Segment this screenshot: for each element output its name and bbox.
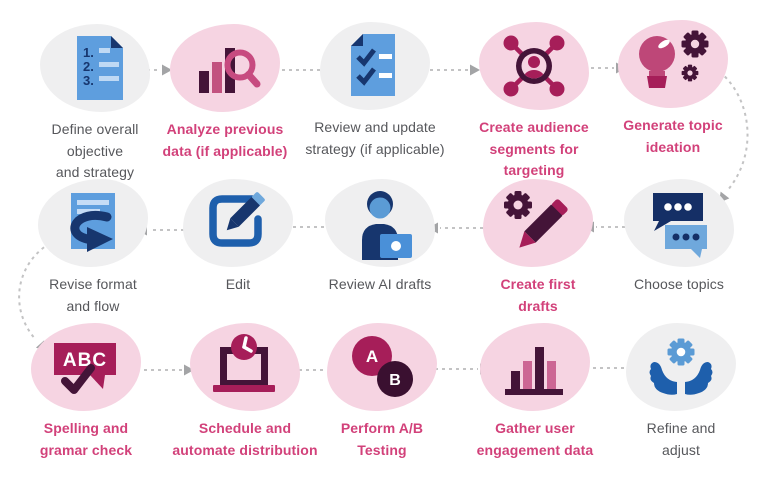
svg-text:3.: 3. — [83, 73, 94, 88]
person-laptop-icon — [362, 191, 412, 260]
step-refine-adjust: Refine and adjust — [579, 320, 768, 461]
step-topic-ideation: Generate topic ideation — [571, 17, 768, 158]
step-figure — [143, 320, 347, 414]
step-review-strategy: Review and update strategy (if applicabl… — [273, 19, 477, 160]
step-define-objective: 1. 2. 3. Define overall objective and st… — [0, 21, 197, 184]
step-choose-topics: Choose topics — [577, 176, 768, 296]
step-figure — [579, 320, 768, 414]
step-figure — [273, 19, 477, 113]
edit-pencil-icon — [209, 192, 265, 247]
step-review-ai-drafts: Review AI drafts — [278, 176, 482, 296]
step-figure — [432, 19, 636, 113]
step-label: Analyze previous data (if applicable) — [162, 121, 288, 159]
step-schedule-distribution: Schedule and automate distribution — [143, 320, 347, 461]
step-figure — [433, 320, 637, 414]
hands-gear-icon — [649, 338, 713, 395]
laptop-clock-icon — [213, 334, 275, 392]
step-label: Refine and adjust — [646, 420, 716, 458]
step-label: Review AI drafts — [328, 276, 432, 292]
ab-test-circles-icon: A B — [352, 336, 413, 397]
svg-text:2.: 2. — [83, 59, 94, 74]
step-figure — [0, 176, 195, 270]
step-label: Edit — [225, 276, 251, 292]
checklist-icon — [351, 34, 395, 96]
svg-text:ABC: ABC — [63, 350, 107, 371]
step-figure — [436, 176, 640, 270]
bar-chart-icon — [505, 347, 563, 395]
step-figure: ABC — [0, 320, 188, 414]
svg-text:B: B — [389, 372, 401, 389]
step-label: Define overall objective and strategy — [51, 121, 139, 180]
step-figure — [571, 17, 768, 111]
step-label: Revise format and flow — [49, 276, 137, 314]
blob-background — [618, 20, 728, 108]
step-figure — [278, 176, 482, 270]
svg-text:1.: 1. — [83, 45, 94, 60]
revise-arrow-document-icon — [70, 193, 115, 252]
step-figure: A B — [280, 320, 484, 414]
step-figure — [577, 176, 768, 270]
step-figure — [123, 21, 327, 115]
step-audience-segments: Create audience segments for targeting — [432, 19, 636, 182]
bar-chart-magnifier-icon — [199, 48, 261, 93]
numbered-list-icon: 1. 2. 3. — [77, 36, 123, 100]
step-first-drafts: Create first drafts — [436, 176, 640, 317]
step-engagement-data: Gather user engagement data — [433, 320, 637, 461]
step-label: Perform A/B Testing — [340, 420, 424, 458]
step-label: Create first drafts — [500, 276, 576, 314]
abc-grammar-icon: ABC — [54, 343, 116, 394]
lightbulb-gears-icon — [639, 30, 709, 88]
step-edit: Edit — [136, 176, 340, 296]
step-revise-format: Revise format and flow — [0, 176, 195, 317]
step-label: Spelling and gramar check — [39, 420, 133, 458]
gear-pencil-icon — [504, 191, 568, 248]
step-figure — [136, 176, 340, 270]
step-label: Generate topic ideation — [623, 117, 723, 155]
step-label: Gather user engagement data — [476, 420, 594, 458]
step-label: Create audience segments for targeting — [479, 119, 589, 178]
svg-text:A: A — [366, 347, 378, 366]
blob-background — [626, 323, 736, 411]
step-analyze-data: Analyze previous data (if applicable) — [123, 21, 327, 162]
step-label: Schedule and automate distribution — [172, 420, 318, 458]
step-figure: 1. 2. 3. — [0, 21, 197, 115]
step-label: Choose topics — [633, 276, 725, 292]
step-label: Review and update strategy (if applicabl… — [305, 119, 445, 157]
audience-network-icon — [503, 35, 565, 97]
speech-bubbles-icon — [653, 193, 707, 258]
step-spelling-check: ABC Spelling and gramar check — [0, 320, 188, 461]
step-ab-testing: A B Perform A/B Testing — [280, 320, 484, 461]
